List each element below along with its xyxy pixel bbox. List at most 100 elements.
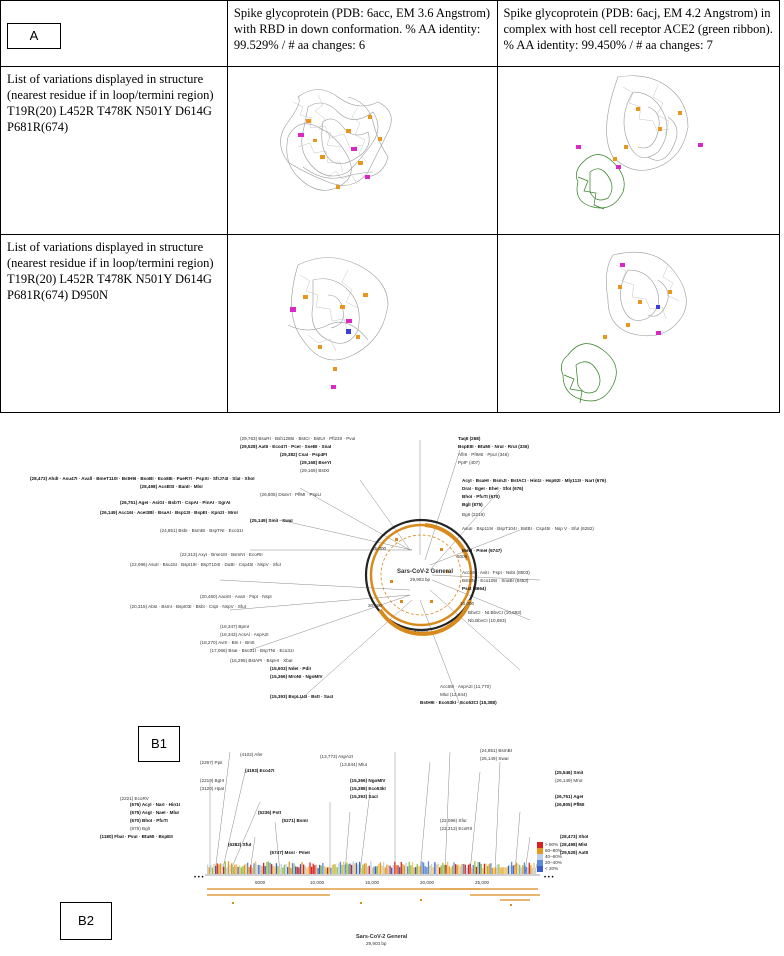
- gc-bar: [437, 863, 439, 874]
- gc-bar: [266, 862, 268, 874]
- svg-text:(28,473) XhoI: (28,473) XhoI: [560, 834, 588, 839]
- gc-bar: [346, 862, 348, 874]
- gc-bar: [407, 866, 409, 874]
- gc-bar: [515, 862, 518, 874]
- structure-image-6acc-b: [287, 257, 389, 389]
- svg-text:(28,473) AhdI · Asu47I · Aval: (28,473) AhdI · Asu47I · Avall · BmeT110…: [30, 476, 254, 481]
- gc-bar: [272, 865, 274, 874]
- b2-enzymes-left: (1180) FbaI · PvuI · BtuMI · BspEII (222…: [100, 752, 310, 855]
- gc-bar: [384, 867, 386, 874]
- svg-text:(18,347) BpmI: (18,347) BpmI: [220, 624, 249, 629]
- gc-bar: [219, 863, 222, 874]
- gc-bar: [218, 864, 220, 874]
- gc-bar: [394, 861, 396, 874]
- gc-bar: [343, 861, 345, 874]
- gc-bar: [479, 862, 481, 874]
- svg-text:(6282) SfuI: (6282) SfuI: [228, 842, 251, 847]
- b1-map-length: 29,903 bp: [410, 577, 431, 582]
- svg-text:(675) AsgI · NaeI · MluI: (675) AsgI · NaeI · MluI: [130, 810, 179, 815]
- gc-bar: [379, 862, 382, 874]
- svg-text:25,000: 25,000: [475, 880, 489, 885]
- panel-b2-label: B2: [60, 902, 112, 940]
- gc-bar: [271, 864, 273, 874]
- gc-bar: [325, 867, 327, 874]
- gc-bar: [410, 865, 412, 874]
- svg-text:15,000: 15,000: [365, 880, 379, 885]
- gc-bar: [496, 864, 498, 874]
- gc-bar: [333, 864, 335, 874]
- gc-bar: [467, 864, 470, 874]
- gc-bar: [482, 867, 484, 874]
- gc-bar: [413, 867, 415, 874]
- gc-bar: [435, 864, 438, 874]
- svg-text:Acc16I · AviII · FspI · NsbI (: Acc16I · AviII · FspI · NsbI (8503): [462, 570, 530, 575]
- panel-a-label: A: [7, 23, 61, 49]
- gc-bar: [495, 867, 497, 874]
- gc-bar: [466, 868, 468, 874]
- gc-bar: [221, 864, 223, 874]
- gc-bar: [535, 867, 537, 874]
- gc-bar: [499, 867, 502, 874]
- gc-bar: [287, 867, 289, 874]
- gc-bar: [295, 866, 297, 874]
- svg-text:(13,844) MluI: (13,844) MluI: [340, 762, 367, 767]
- gc-bar: [531, 868, 534, 874]
- gc-bar: [487, 865, 489, 874]
- b2-left-dots: • • •: [194, 875, 204, 881]
- gc-bar: [237, 866, 239, 874]
- gc-bar: [439, 867, 441, 874]
- gc-bar: [405, 862, 407, 874]
- row1-variations: List of variations displayed in structur…: [0, 66, 228, 235]
- svg-text:(15,393) SacI: (15,393) SacI: [350, 794, 378, 799]
- header-col3-text: Spike glycoprotein (PDB: 6acj, EM 4.2 An…: [503, 6, 773, 52]
- b2-enzymes-right: (13,773) AspA2I (13,844) MluI (15,366) N…: [320, 748, 588, 855]
- gc-bar: [480, 864, 482, 874]
- gc-bar: [453, 862, 455, 874]
- gc-bar: [498, 864, 500, 874]
- gc-bar: [443, 864, 446, 874]
- gc-bar: [360, 867, 362, 874]
- svg-text:Nb.BbvCI (10,693): Nb.BbvCI (10,693): [468, 618, 507, 623]
- b2-gc-histogram: [207, 861, 537, 874]
- gc-bar: [517, 863, 519, 874]
- gc-bar: [263, 862, 265, 874]
- svg-text:(24,851) BsmBI: (24,851) BsmBI: [480, 748, 512, 753]
- gc-bar: [330, 867, 332, 874]
- gc-bar: [258, 864, 260, 874]
- gc-bar: [519, 864, 521, 874]
- gc-bar: [253, 863, 255, 874]
- gc-bar: [275, 863, 278, 874]
- gc-bar: [277, 866, 279, 874]
- gc-bar: [357, 864, 359, 874]
- gc-bar: [280, 863, 282, 874]
- svg-text:(15,393) BspLU4I · BstI · Sac: (15,393) BspLU4I · BstI · SacI: [270, 694, 333, 699]
- svg-text:(26,751) AgeI: (26,751) AgeI: [555, 794, 583, 799]
- svg-text:< 20%: < 20%: [545, 866, 558, 871]
- gc-bar: [506, 867, 508, 874]
- gc-bar: [490, 863, 492, 874]
- gc-bar: [418, 866, 420, 874]
- gc-bar: [399, 867, 401, 874]
- gc-bar: [528, 862, 530, 874]
- gc-bar: [459, 866, 462, 874]
- genome-ring: [364, 518, 478, 636]
- gc-bar: [359, 861, 361, 874]
- svg-text:(3120) HpaI: (3120) HpaI: [200, 786, 224, 791]
- gc-bar: [355, 862, 358, 874]
- svg-text:PscI (8664): PscI (8664): [462, 586, 486, 591]
- gc-bar: [427, 861, 430, 874]
- svg-text:(24,851) BsbI · BsmBI · BspTN: (24,851) BsbI · BsmBI · BspTNI · Eco31I: [160, 528, 243, 533]
- svg-text:(13,773) AspA2I: (13,773) AspA2I: [320, 754, 353, 759]
- gc-bar: [387, 865, 390, 874]
- gc-bar: [231, 863, 233, 874]
- gc-bar: [283, 864, 286, 874]
- gc-bar: [250, 864, 252, 874]
- svg-text:(2267) PpiI: (2267) PpiI: [200, 760, 222, 765]
- gc-bar: [224, 861, 226, 874]
- gc-bar: [391, 867, 393, 874]
- b2-leader-lines: [209, 751, 541, 873]
- gc-bar: [445, 864, 447, 874]
- b2-axis-ticks: 5000 10,000 15,000 20,000 25,000: [255, 880, 489, 885]
- svg-text:AsuII · Bsp119I · BspT104I · B: AsuII · Bsp119I · BspT104I · BstBI · Csp…: [462, 526, 594, 531]
- b1-enzymes-top: (29,763) BsuRI · Bsh1285I · BstCI · BstU…: [240, 436, 529, 473]
